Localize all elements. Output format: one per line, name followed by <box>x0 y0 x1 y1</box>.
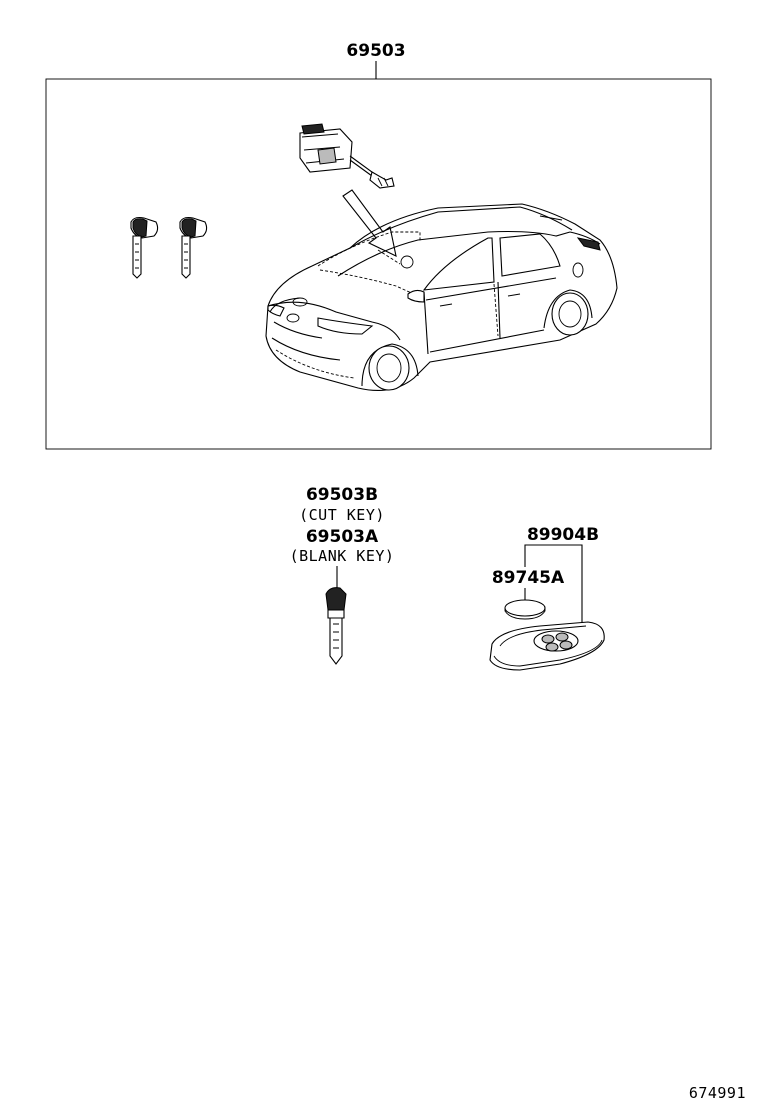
leader-remote <box>524 544 583 636</box>
master-key-icon <box>130 216 159 279</box>
immobilizer-module-icon <box>299 123 395 189</box>
label-cut-key-desc: (CUT KEY) <box>299 506 385 524</box>
blank-key-icon <box>325 587 347 665</box>
vehicle-sedan-icon <box>265 203 618 391</box>
battery-icon <box>504 599 546 620</box>
drawing-number: 674991 <box>689 1084 746 1102</box>
valet-key-icon <box>179 216 208 279</box>
label-blank-key-desc: (BLANK KEY) <box>290 547 395 565</box>
remote-transmitter-icon <box>489 621 605 671</box>
label-blank-key-part: 69503A <box>306 527 379 547</box>
label-cut-key-part: 69503B <box>306 485 378 505</box>
location-arrow-icon <box>342 189 397 257</box>
assembly-frame <box>45 78 712 450</box>
label-remote-part: 89904B <box>527 525 599 545</box>
label-assembly: 69503 <box>346 41 405 61</box>
label-battery-part: 89745A <box>492 568 565 588</box>
